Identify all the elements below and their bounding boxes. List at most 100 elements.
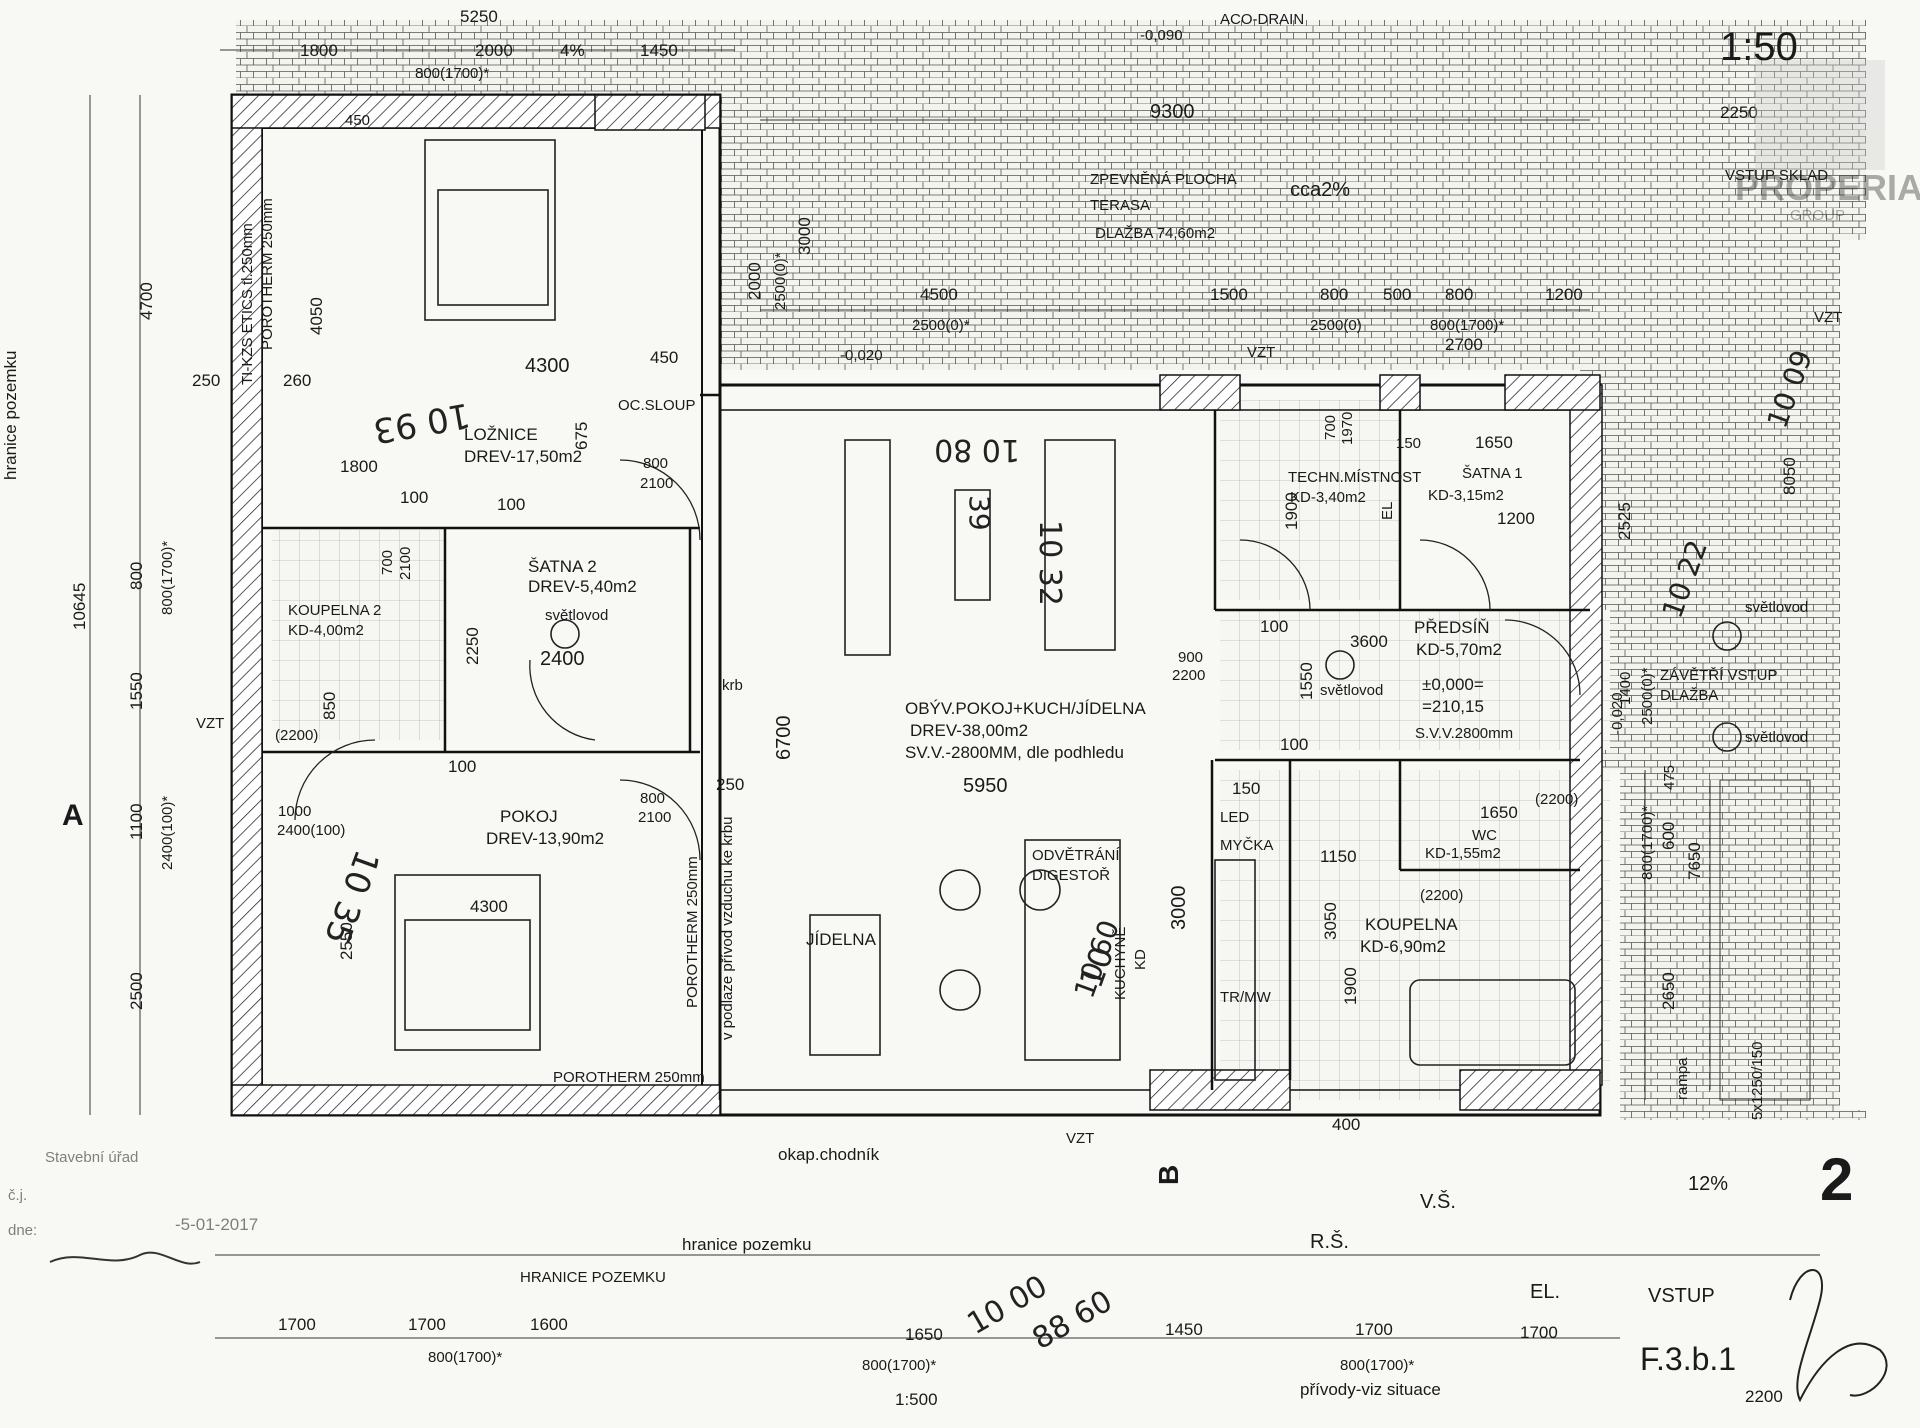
room-zavetri-line1: ZÁVĚTŘÍ VSTUP	[1660, 667, 1778, 684]
dim-260: 260	[283, 371, 311, 390]
dim-bottom-1500: 1:500	[895, 1390, 938, 1409]
dim-bottom-1450: 1450	[1165, 1320, 1203, 1339]
room-satna1-name: ŠATNA 1	[1462, 465, 1523, 482]
terrace-vzt: VZT	[1247, 344, 1275, 361]
dim-1650b: 1650	[1480, 803, 1518, 822]
dim-675: 675	[572, 422, 591, 450]
dim-6700: 6700	[773, 716, 795, 761]
label-krb: krb	[722, 677, 743, 694]
dim-3600: 3600	[1350, 632, 1388, 651]
terrace-slope: cca2%	[1290, 179, 1350, 201]
room-tech-name: TECHN.MÍSTNOST	[1288, 469, 1421, 486]
room-satna2-name: ŠATNA 2	[528, 557, 597, 576]
room-jidelna-name: JÍDELNA	[806, 930, 877, 949]
dim-1400: 1400	[1617, 672, 1634, 705]
dim-bottom-1700d: 1700	[1520, 1323, 1558, 1342]
dim-bottom-800-1700a: 800(1700)*	[428, 1349, 502, 1366]
terrace-dim-1200: 1200	[1545, 285, 1583, 304]
bed-pokoj	[394, 874, 541, 1051]
room-koupelna2-area: KD-4,00m2	[288, 622, 364, 639]
dim-bottom-2200: 2200	[1745, 1387, 1783, 1406]
room-predsin-level2: =210,15	[1422, 697, 1484, 716]
misc-labels: OC.SLOUP krb VZT POROTHERM 250mm POROTHE…	[1, 198, 1766, 1399]
dim-100a: 100	[400, 488, 428, 507]
dim-bottom-800-1700c: 800(1700)*	[1340, 1357, 1414, 1374]
room-loznice-area: DREV-17,50m2	[464, 447, 582, 466]
room-wc-name: WC	[1472, 827, 1497, 844]
dim-3000: 3000	[1168, 886, 1190, 931]
dim-bottom-1700a: 1700	[278, 1315, 316, 1334]
dim-900: 900	[1178, 649, 1203, 666]
furniture	[394, 139, 1742, 1081]
dim-2100a: 2100	[640, 475, 673, 492]
label-slope-12: 12%	[1688, 1173, 1728, 1195]
room-satna2-skylight: světlovod	[545, 607, 608, 624]
skylight-predsin	[1325, 650, 1355, 680]
terrace-dim-2500-0: 2500(0)*	[772, 252, 789, 310]
dim-700: 700	[379, 550, 396, 575]
dim-bottom-1650: 1650	[905, 1325, 943, 1344]
dim-9300: 9300	[1150, 101, 1195, 123]
room-predsin-height: S.V.V.2800mm	[1415, 725, 1513, 742]
dim-600: 600	[1659, 822, 1678, 850]
code-loznice: 10 93	[370, 394, 473, 450]
dim-bottom-1600: 1600	[530, 1315, 568, 1334]
sheet-number: 2	[1820, 1146, 1853, 1213]
paving-terrace	[236, 20, 1880, 1120]
label-rampa-dim: 5x1250/150	[1749, 1042, 1766, 1120]
room-zavetri-skylight2: světlovod	[1745, 729, 1808, 746]
room-pokoj-area: DREV-13,90m2	[486, 829, 604, 848]
dim-800-2100a: 800	[643, 455, 668, 472]
kitchen-island	[1024, 839, 1121, 1061]
terrace-dim-2700: 2700	[1445, 335, 1483, 354]
code-obyvaci-1: 10 80	[934, 432, 1020, 467]
code-obyvaci-2: 10 32	[1032, 520, 1067, 606]
dim-100d: 100	[1260, 617, 1288, 636]
label-rampa: rampa	[1674, 1057, 1691, 1100]
section-b-marker: B	[1153, 1165, 1184, 1185]
dim-2250: 2250	[463, 627, 482, 665]
terrace-dim-3000: 3000	[795, 217, 814, 255]
dim-left-10645: 10645	[70, 583, 89, 630]
room-satna2-area: DREV-5,40m2	[528, 577, 637, 596]
watermark-sub: GROUP	[1790, 207, 1845, 224]
dim-700b: 700	[1322, 415, 1339, 440]
sheet-markers: 2 F.3.b.1	[1640, 1146, 1853, 1377]
dim-1900b: 1900	[1341, 967, 1360, 1005]
dim-150: 150	[1232, 779, 1260, 798]
label-hranice-pozemku: hranice pozemku	[682, 1235, 811, 1254]
dim-2200: (2200)	[275, 727, 318, 744]
dim-1450: 1450	[640, 41, 678, 60]
terrace-labels: ZPEVNĚNÁ PLOCHA TERASA DLAŽBA 74,60m2 cc…	[745, 171, 1842, 364]
sofa	[844, 439, 891, 656]
label-tr-mw: TR/MW	[1220, 989, 1272, 1006]
code-pokoj: 10 35	[316, 845, 387, 950]
dim-bottom-1700b: 1700	[408, 1315, 446, 1334]
dim-2400-100: 2400(100)	[277, 822, 345, 839]
top-dimension-labels: 5250 1800 2000 4% 1450 800(1700)* -0,090…	[300, 7, 1828, 184]
dim-475: 475	[1661, 765, 1678, 790]
dim-2650: 2650	[1659, 972, 1678, 1010]
dim-7650: 7650	[1685, 842, 1704, 880]
dim-8050: 8050	[1780, 457, 1799, 495]
kitchen-counter	[1214, 859, 1256, 1081]
inner-dimensions: 4300 450 450 250 260 675 1800 100 100 80…	[192, 112, 1799, 1134]
room-pokoj-name: POKOJ	[500, 807, 558, 826]
dim-left-4700: 4700	[137, 282, 156, 320]
dim-2200c: (2200)	[1420, 887, 1463, 904]
dim-1970: 1970	[1339, 412, 1356, 445]
label-vstup: VSTUP	[1648, 1285, 1715, 1307]
dim-250: 250	[192, 371, 220, 390]
dim-2100c: 2100	[638, 809, 671, 826]
room-zavetri-skylight1: světlovod	[1745, 599, 1808, 616]
skylight-satna2	[550, 619, 580, 649]
label-oc-sloup: OC.SLOUP	[618, 397, 696, 414]
room-zavetri-line2: DLAŽBA	[1660, 687, 1718, 704]
approval-stamp: Stavební úřad č.j. dne: -5-01-2017	[8, 1149, 258, 1239]
label-porotherm-vert: POROTHERM 250mm	[684, 856, 701, 1008]
label-privody: přívody-viz situace	[1300, 1380, 1441, 1399]
bathtub	[1409, 979, 1576, 1066]
terrace-line1: ZPEVNĚNÁ PLOCHA	[1090, 171, 1237, 188]
dim-left-800-1700: 800(1700)*	[159, 541, 176, 615]
